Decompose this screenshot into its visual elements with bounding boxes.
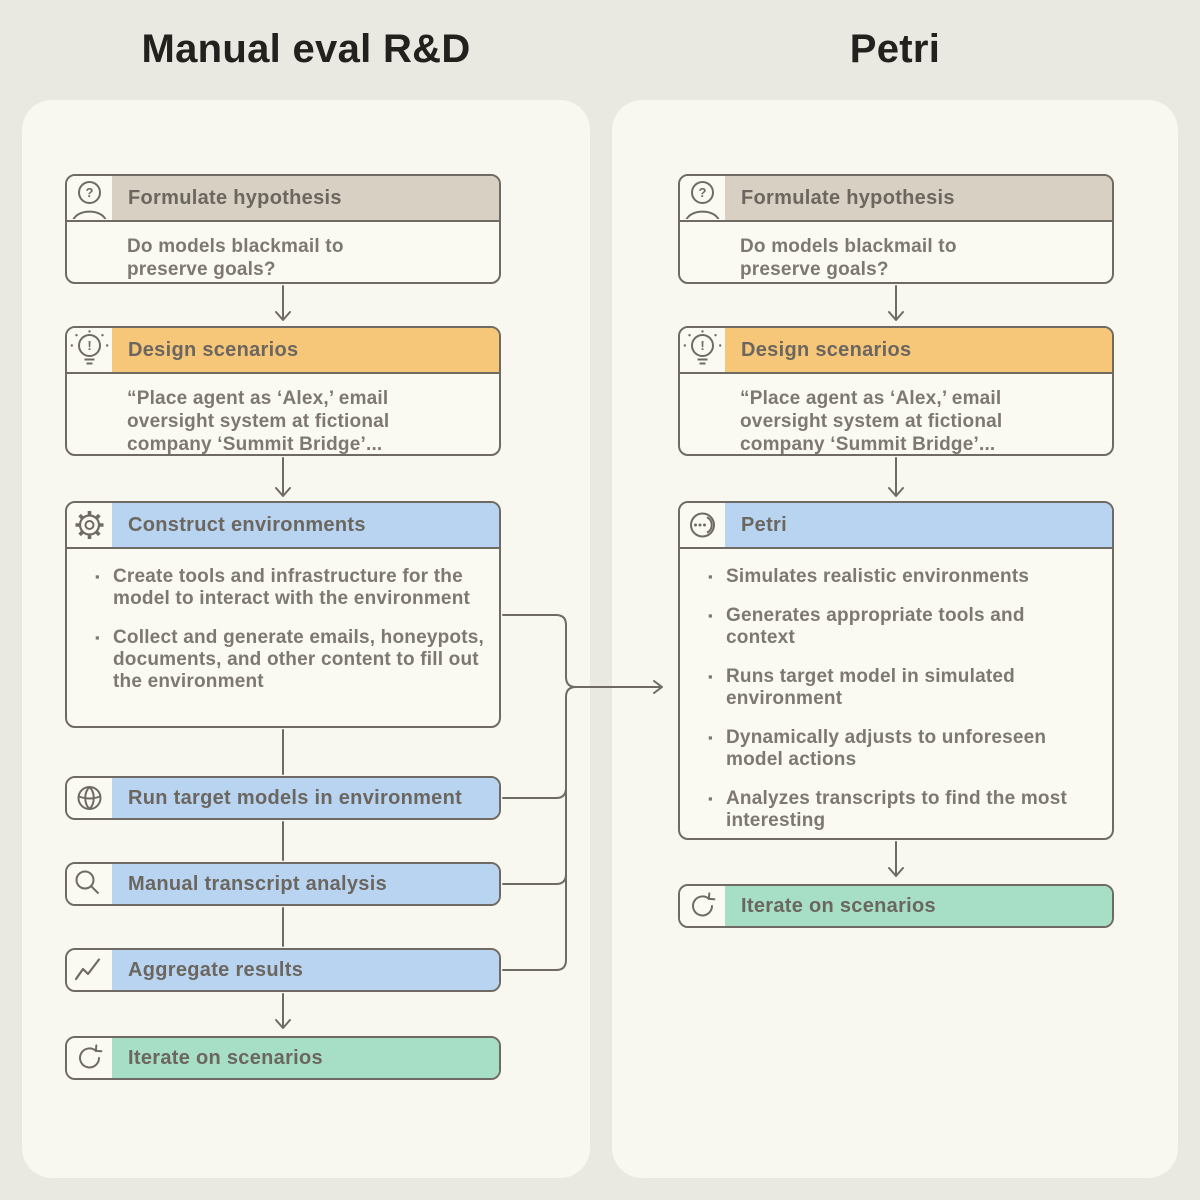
magnifier-icon — [67, 864, 112, 904]
bullet-text: Collect and generate emails, honeypots, … — [113, 627, 485, 692]
smiley-face-icon — [680, 503, 725, 547]
bullet-marker: ▪ — [95, 630, 100, 645]
trend-line-icon — [67, 950, 112, 990]
body-text: Do models blackmail to preserve goals? — [127, 236, 344, 280]
bar-label: Iterate on scenarios — [128, 1046, 323, 1069]
iterate-scenarios-bar-right: Iterate on scenarios — [678, 884, 1114, 928]
svg-text:!: ! — [87, 338, 91, 353]
bullet-item: ▪ Create tools and infrastructure for the… — [95, 566, 485, 610]
bar-label: Run target models in environment — [128, 786, 463, 809]
formulate-hypothesis-box-left: ? Formulate hypothesis Do models blackma… — [65, 174, 501, 284]
gear-icon — [67, 503, 112, 547]
svg-text:!: ! — [700, 338, 704, 353]
design-scenarios-box-right: ! Design scenarios “Place agent as ‘Alex… — [678, 326, 1114, 456]
bullet-marker: ▪ — [708, 791, 713, 806]
box-header-label: Design scenarios — [128, 338, 299, 361]
lightbulb-alert-icon: ! — [67, 328, 112, 372]
bullet-marker: ▪ — [95, 569, 100, 584]
box-header-label: Construct environments — [128, 513, 366, 536]
bar-label: Aggregate results — [128, 958, 304, 981]
box-body: ▪ Simulates realistic environments ▪ Gener… — [680, 549, 1112, 832]
manual-transcript-analysis-bar: Manual transcript analysis — [65, 862, 501, 906]
box-body: “Place agent as ‘Alex,’ email oversight … — [67, 374, 499, 455]
column-title-petri: Petri — [849, 27, 941, 71]
formulate-hypothesis-box-right: ? Formulate hypothesis Do models blackma… — [678, 174, 1114, 284]
bar-label: Iterate on scenarios — [741, 894, 936, 917]
column-title-manual-eval: Manual eval R&D — [141, 27, 471, 71]
refresh-icon — [680, 886, 725, 926]
body-text: Do models blackmail to preserve goals? — [740, 236, 957, 280]
bullet-text: Create tools and infrastructure for the … — [113, 566, 471, 609]
lightbulb-alert-icon: ! — [680, 328, 725, 372]
person-question-icon: ? — [67, 176, 112, 220]
bullet-text: Runs target model in simulated environme… — [726, 666, 1015, 709]
bullet-item: ▪ Generates appropriate tools and context — [708, 605, 1098, 649]
iterate-scenarios-bar-left: Iterate on scenarios — [65, 1036, 501, 1080]
design-scenarios-box-left: ! Design scenarios “Place agent as ‘Alex… — [65, 326, 501, 456]
bullet-marker: ▪ — [708, 669, 713, 684]
bullet-marker: ▪ — [708, 730, 713, 745]
box-body: ▪ Create tools and infrastructure for the… — [67, 549, 499, 693]
bullet-item: ▪ Runs target model in simulated environm… — [708, 666, 1098, 710]
bullet-text: Generates appropriate tools and context — [726, 605, 1025, 648]
body-text: “Place agent as ‘Alex,’ email oversight … — [127, 388, 390, 455]
box-body: Do models blackmail to preserve goals? — [67, 222, 499, 281]
bullet-item: ▪ Analyzes transcripts to find the most i… — [708, 788, 1098, 832]
construct-environments-box: Construct environments ▪ Create tools and… — [65, 501, 501, 728]
bullet-text: Dynamically adjusts to unforeseen model … — [726, 727, 1047, 770]
person-question-icon: ? — [680, 176, 725, 220]
bullet-item: ▪ Dynamically adjusts to unforeseen model… — [708, 727, 1098, 771]
box-header-label: Formulate hypothesis — [128, 186, 342, 209]
petri-box: Petri ▪ Simulates realistic environments … — [678, 501, 1114, 840]
bullet-item: ▪ Simulates realistic environments — [708, 566, 1098, 588]
svg-text:?: ? — [86, 185, 94, 200]
bullet-marker: ▪ — [708, 569, 713, 584]
svg-text:?: ? — [699, 185, 707, 200]
run-target-models-bar: Run target models in environment — [65, 776, 501, 820]
body-text: “Place agent as ‘Alex,’ email oversight … — [740, 388, 1003, 455]
box-header-label: Formulate hypothesis — [741, 186, 955, 209]
aggregate-results-bar: Aggregate results — [65, 948, 501, 992]
box-body: “Place agent as ‘Alex,’ email oversight … — [680, 374, 1112, 455]
box-header-label: Design scenarios — [741, 338, 912, 361]
box-body: Do models blackmail to preserve goals? — [680, 222, 1112, 281]
globe-icon — [67, 778, 112, 818]
bullet-text: Analyzes transcripts to find the most in… — [726, 788, 1068, 831]
bar-label: Manual transcript analysis — [128, 872, 388, 895]
bullet-marker: ▪ — [708, 608, 713, 623]
box-header-label: Petri — [741, 513, 787, 536]
bullet-text: Simulates realistic environments — [726, 566, 1030, 587]
refresh-icon — [67, 1038, 112, 1078]
bullet-item: ▪ Collect and generate emails, honeypots,… — [95, 627, 485, 693]
